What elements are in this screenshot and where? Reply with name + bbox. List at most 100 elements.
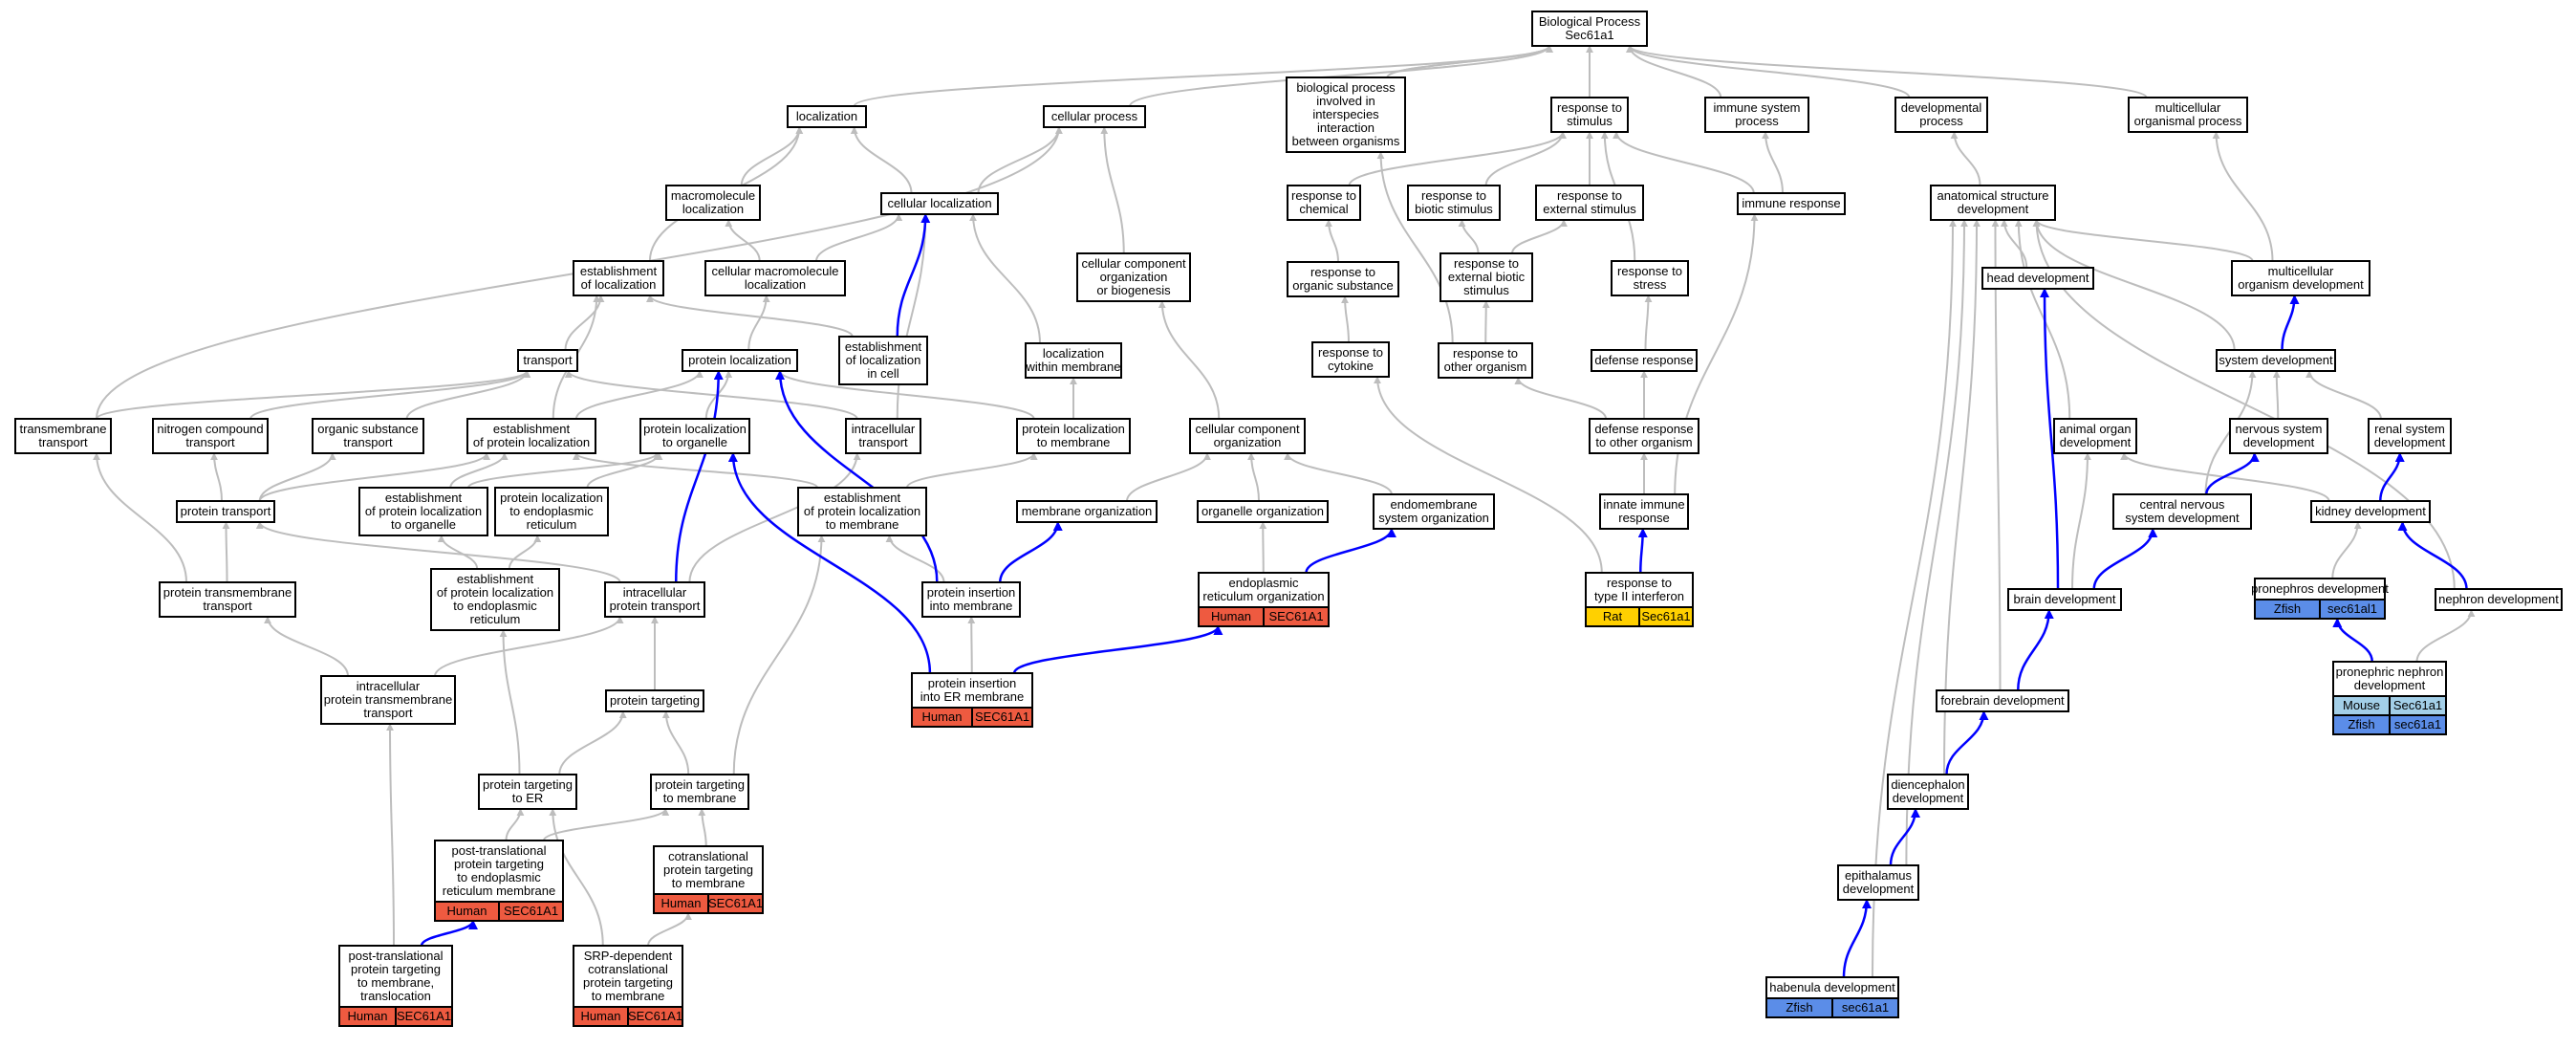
term-box — [1894, 97, 1988, 133]
go-term-kidney-dev[interactable]: kidney development — [2310, 500, 2431, 523]
term-box — [2216, 349, 2336, 372]
blue-edge-13 — [2397, 521, 2468, 590]
term-box — [911, 672, 1033, 709]
gray-edge-34 — [747, 295, 770, 351]
go-term-defense-resp[interactable]: defense response — [1591, 349, 1698, 372]
go-term-protein-loc[interactable]: protein localization — [682, 349, 798, 372]
go-term-protein-transport[interactable]: protein transport — [176, 500, 275, 523]
blue-edge-15 — [2017, 609, 2054, 691]
term-box — [434, 840, 564, 903]
go-term-system-dev[interactable]: system development — [2216, 349, 2336, 372]
gray-edge-30 — [1644, 295, 1653, 351]
term-label-line: protein insertion — [928, 676, 1017, 690]
go-term-immune-resp[interactable]: immune response — [1737, 192, 1846, 215]
go-term-brain-dev[interactable]: brain development — [2007, 588, 2122, 611]
term-label-line: interspecies — [1312, 107, 1379, 121]
go-term-organelle-org[interactable]: organelle organization — [1197, 500, 1329, 523]
go-term-forebrain-dev[interactable]: forebrain development — [1936, 689, 2069, 712]
species-label: Zfish — [2274, 601, 2301, 616]
gray-edge-88 — [661, 710, 690, 775]
go-term-membrane-org[interactable]: membrane organization — [1016, 500, 1158, 523]
go-term-cell-loc[interactable]: cellular localization — [880, 192, 999, 215]
go-term-cellular-process[interactable]: cellular process — [1043, 105, 1146, 128]
term-box — [430, 568, 560, 631]
term-box — [478, 774, 577, 810]
term-label-line: Sec61a1 — [1565, 28, 1613, 42]
go-term-transport[interactable]: transport — [517, 349, 578, 372]
gray-edge-45 — [776, 370, 1035, 420]
go-term-protein-targeting[interactable]: protein targeting — [605, 689, 704, 712]
term-box — [1837, 864, 1919, 901]
term-box — [1936, 689, 2069, 712]
term-label-line: response to — [1310, 265, 1375, 279]
gray-edge-79 — [2331, 521, 2362, 579]
gray-edge-73 — [255, 521, 621, 583]
term-label-line: cellular component — [1081, 256, 1186, 271]
gray-edge-62 — [1126, 452, 1211, 502]
go-term-localization[interactable]: localization — [787, 105, 867, 128]
go-term-head-dev[interactable]: head development — [1981, 267, 2094, 290]
go-term-nephron-dev[interactable]: nephron development — [2435, 588, 2563, 611]
gray-edge-15 — [1484, 131, 1567, 186]
